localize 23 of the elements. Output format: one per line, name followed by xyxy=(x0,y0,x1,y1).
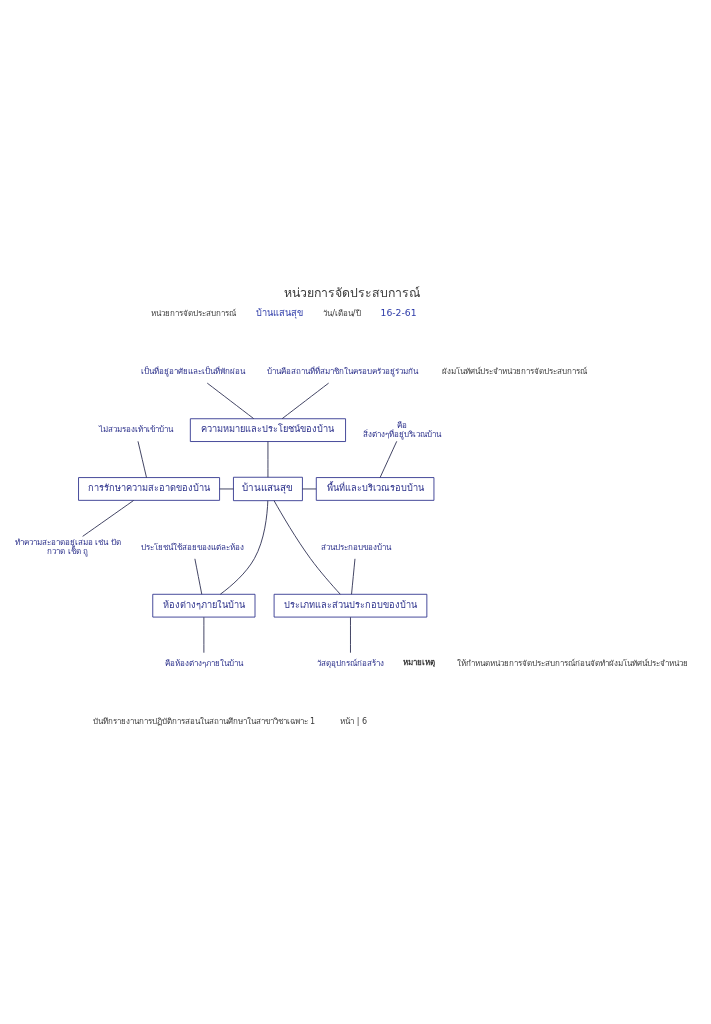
connector xyxy=(219,488,234,490)
connector xyxy=(194,558,203,595)
node-box: การรักษาความสะอาดของบ้าน xyxy=(78,477,220,501)
node-box: ประเภทและส่วนประกอบของบ้าน xyxy=(273,593,428,618)
node-box: พื้นที่และบริเวณรอบบ้าน xyxy=(315,477,435,501)
connector xyxy=(273,500,341,595)
connector xyxy=(82,500,134,537)
node-box: บ้านแสนสุข xyxy=(233,476,303,502)
label: บ้านแสนสุข xyxy=(256,307,304,319)
connector xyxy=(379,440,398,478)
connector xyxy=(219,500,269,595)
connector xyxy=(203,616,205,654)
node-box: ความหมายและประโยชน์ของบ้าน xyxy=(189,418,346,442)
connector xyxy=(281,382,330,420)
connector xyxy=(137,440,147,478)
label: 16-2-61 xyxy=(380,307,417,319)
connector xyxy=(302,488,317,490)
node-box: ห้องต่างๆภายในบ้าน xyxy=(152,593,256,618)
connector xyxy=(206,382,255,420)
connector xyxy=(350,616,351,654)
connector xyxy=(267,441,269,478)
connector xyxy=(351,558,356,595)
diagram-title: หน่วยการจัดประสบการณ์ xyxy=(284,285,421,300)
